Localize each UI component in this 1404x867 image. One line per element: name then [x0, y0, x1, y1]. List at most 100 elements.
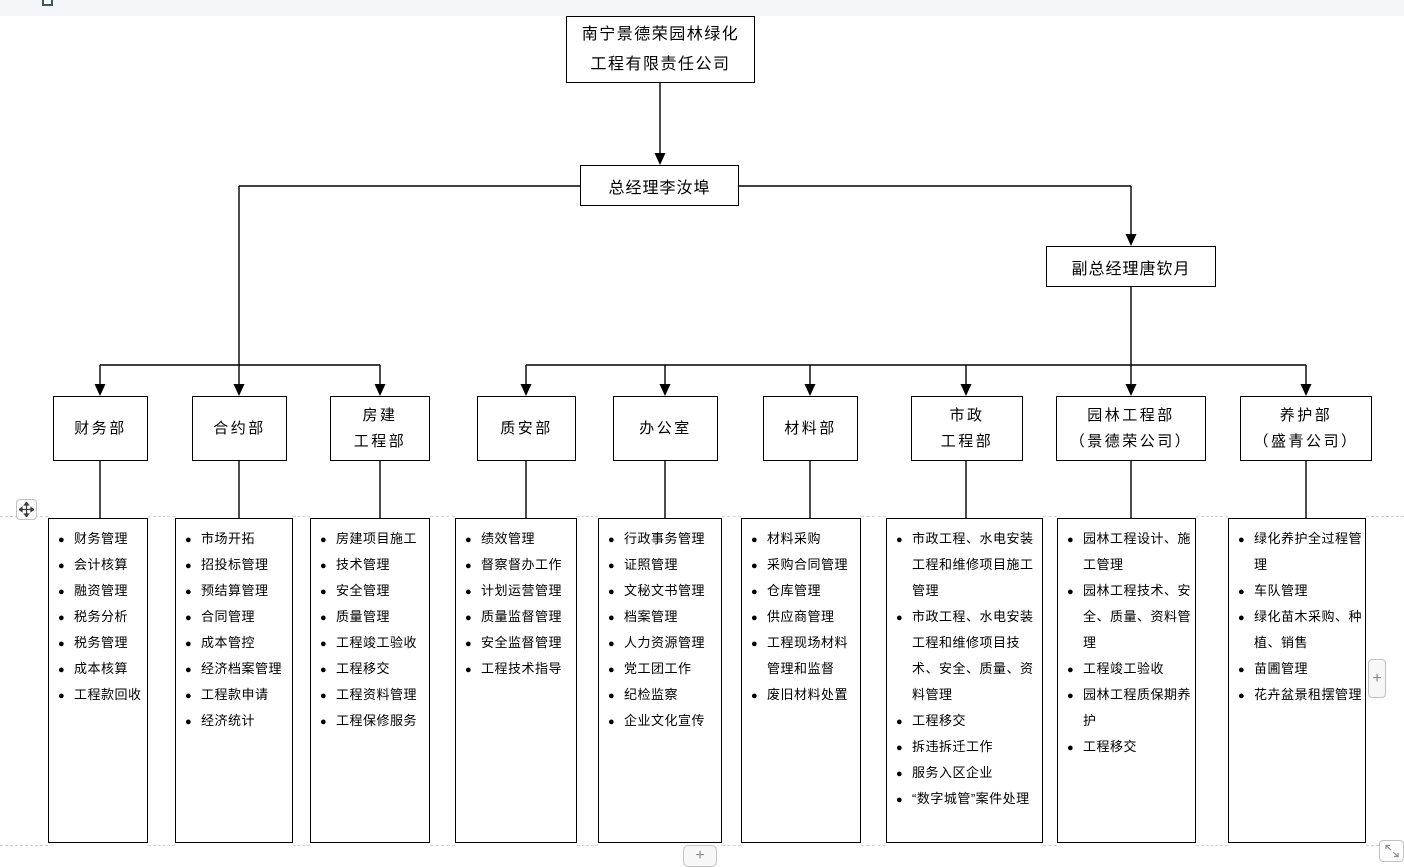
department-node-materials[interactable]: 材料部	[763, 396, 858, 461]
duty-item: 市场开拓	[185, 526, 289, 553]
duty-item: 绩效管理	[465, 526, 573, 553]
add-row-button[interactable]: +	[683, 845, 717, 867]
duty-item: 绿化苗木采购、种植、销售	[1238, 604, 1362, 656]
department-duties-office[interactable]: 行政事务管理证照管理文秘文书管理档案管理人力资源管理党工团工作纪检监察企业文化宣…	[598, 518, 722, 843]
duty-item: 工程移交	[896, 708, 1039, 735]
duty-item: 房建项目施工	[320, 526, 426, 553]
anchor-square-icon[interactable]	[42, 0, 53, 6]
duty-item: 绿化养护全过程管理	[1238, 526, 1362, 578]
duty-item: 纪检监察	[608, 682, 718, 709]
duty-list: 房建项目施工技术管理安全管理质量管理工程竣工验收工程移交工程资料管理工程保修服务	[320, 526, 426, 735]
duty-item: 工程竣工验收	[1067, 656, 1192, 683]
table-boundary-dash	[148, 516, 175, 517]
duty-item: “数字城管”案件处理	[896, 786, 1039, 813]
duty-item: 企业文化宣传	[608, 708, 718, 735]
department-name-line: 市政	[949, 406, 985, 424]
duty-item: 采购合同管理	[751, 552, 857, 579]
duty-item: 证照管理	[608, 552, 718, 579]
table-boundary-dash	[722, 845, 741, 846]
duty-item: 工程移交	[1067, 734, 1192, 761]
company-name-line-2: 工程有限责任公司	[590, 55, 731, 73]
duty-list: 市政工程、水电安装工程和维修项目施工管理市政工程、水电安装工程和维修项目技术、安…	[896, 526, 1039, 813]
table-boundary-dash	[577, 516, 598, 517]
duty-item: 质量监督管理	[465, 604, 573, 631]
duty-item: 经济档案管理	[185, 656, 289, 683]
company-root-node[interactable]: 南宁景德荣园林绿化 工程有限责任公司	[566, 16, 755, 83]
duty-item: 招投标管理	[185, 552, 289, 579]
department-name-line: （景德荣公司）	[1069, 432, 1193, 450]
department-duties-quality-safety[interactable]: 绩效管理督察督办工作计划运营管理质量监督管理安全监督管理工程技术指导	[455, 518, 577, 843]
department-duties-maintenance[interactable]: 绿化养护全过程管理车队管理绿化苗木采购、种植、销售苗圃管理花卉盆景租摆管理	[1228, 518, 1366, 843]
department-name-line: 房建	[362, 406, 398, 424]
department-duties-housing-construction[interactable]: 房建项目施工技术管理安全管理质量管理工程竣工验收工程移交工程资料管理工程保修服务	[310, 518, 430, 843]
duty-item: 质量管理	[320, 604, 426, 631]
duty-item: 成本管控	[185, 630, 289, 657]
table-boundary-dash	[577, 845, 598, 846]
general-manager-node[interactable]: 总经理李汝埠	[580, 165, 739, 206]
duty-item: 废旧材料处置	[751, 682, 857, 709]
duty-item: 融资管理	[58, 578, 144, 605]
duty-item: 园林工程设计、施工管理	[1067, 526, 1192, 578]
diagonal-resize-icon	[1384, 844, 1399, 858]
duty-item: 园林工程质保期养护	[1067, 682, 1192, 734]
duty-item: 工程款申请	[185, 682, 289, 709]
duty-item: 工程资料管理	[320, 682, 426, 709]
department-node-finance[interactable]: 财务部	[53, 396, 148, 461]
duty-list: 园林工程设计、施工管理园林工程技术、安全、质量、资料管理工程竣工验收园林工程质保…	[1067, 526, 1192, 761]
duty-item: 文秘文书管理	[608, 578, 718, 605]
resize-handle-button[interactable]	[1379, 840, 1404, 862]
duty-item: 经济统计	[185, 708, 289, 735]
duty-item: 财务管理	[58, 526, 144, 553]
department-name-line: 办公室	[639, 419, 692, 437]
duty-item: 预结算管理	[185, 578, 289, 605]
department-name-line: 财务部	[74, 419, 127, 437]
duty-item: 档案管理	[608, 604, 718, 631]
duty-item: 计划运营管理	[465, 578, 573, 605]
department-node-quality-safety[interactable]: 质安部	[477, 396, 576, 461]
duty-list: 财务管理会计核算融资管理税务分析税务管理成本核算工程款回收	[58, 526, 144, 709]
duty-item: 税务分析	[58, 604, 144, 631]
duty-list: 行政事务管理证照管理文秘文书管理档案管理人力资源管理党工团工作纪检监察企业文化宣…	[608, 526, 718, 735]
duty-item: 花卉盆景租摆管理	[1238, 682, 1362, 709]
table-boundary-dash	[1043, 845, 1057, 846]
duty-item: 工程竣工验收	[320, 630, 426, 657]
deputy-general-manager-node[interactable]: 副总经理唐钦月	[1046, 246, 1216, 287]
duty-item: 园林工程技术、安全、质量、资料管理	[1067, 578, 1192, 656]
duty-item: 工程款回收	[58, 682, 144, 709]
department-node-office[interactable]: 办公室	[613, 396, 718, 461]
duty-item: 工程移交	[320, 656, 426, 683]
table-boundary-dash	[430, 845, 455, 846]
department-duties-landscape-engineering[interactable]: 园林工程设计、施工管理园林工程技术、安全、质量、资料管理工程竣工验收园林工程质保…	[1057, 518, 1196, 843]
department-duties-materials[interactable]: 材料采购采购合同管理仓库管理供应商管理工程现场材料管理和监督废旧材料处置	[741, 518, 861, 843]
table-move-handle[interactable]	[16, 499, 37, 520]
department-duties-finance[interactable]: 财务管理会计核算融资管理税务分析税务管理成本核算工程款回收	[48, 518, 148, 843]
duty-item: 车队管理	[1238, 578, 1362, 605]
table-boundary-dash	[293, 845, 310, 846]
table-boundary-dash	[430, 516, 455, 517]
department-duties-municipal-engineering[interactable]: 市政工程、水电安装工程和维修项目施工管理市政工程、水电安装工程和维修项目技术、安…	[886, 518, 1043, 843]
table-boundary-dash	[861, 845, 886, 846]
duty-item: 党工团工作	[608, 656, 718, 683]
department-duties-contract[interactable]: 市场开拓招投标管理预结算管理合同管理成本管控经济档案管理工程款申请经济统计	[175, 518, 293, 843]
duty-list: 市场开拓招投标管理预结算管理合同管理成本管控经济档案管理工程款申请经济统计	[185, 526, 289, 735]
table-boundary-dash	[861, 516, 886, 517]
duty-item: 安全监督管理	[465, 630, 573, 657]
department-name-line: 工程部	[353, 432, 407, 450]
department-node-housing-construction[interactable]: 房建工程部	[330, 396, 430, 461]
table-boundary-dash	[1043, 516, 1057, 517]
department-node-landscape-engineering[interactable]: 园林工程部（景德荣公司）	[1056, 396, 1206, 461]
add-column-button[interactable]: +	[1368, 659, 1386, 698]
table-boundary-dash	[0, 845, 48, 846]
department-node-maintenance[interactable]: 养护部（盛青公司）	[1240, 396, 1372, 461]
duty-item: 市政工程、水电安装工程和维修项目施工管理	[896, 526, 1039, 604]
duty-item: 督察督办工作	[465, 552, 573, 579]
department-node-contract[interactable]: 合约部	[192, 396, 287, 461]
duty-item: 成本核算	[58, 656, 144, 683]
department-name-line: 养护部	[1279, 406, 1333, 424]
duty-item: 拆违拆迁工作	[896, 734, 1039, 761]
department-node-municipal-engineering[interactable]: 市政工程部	[911, 396, 1023, 461]
table-boundary-dash	[148, 845, 175, 846]
duty-item: 工程保修服务	[320, 708, 426, 735]
duty-list: 绿化养护全过程管理车队管理绿化苗木采购、种植、销售苗圃管理花卉盆景租摆管理	[1238, 526, 1362, 709]
